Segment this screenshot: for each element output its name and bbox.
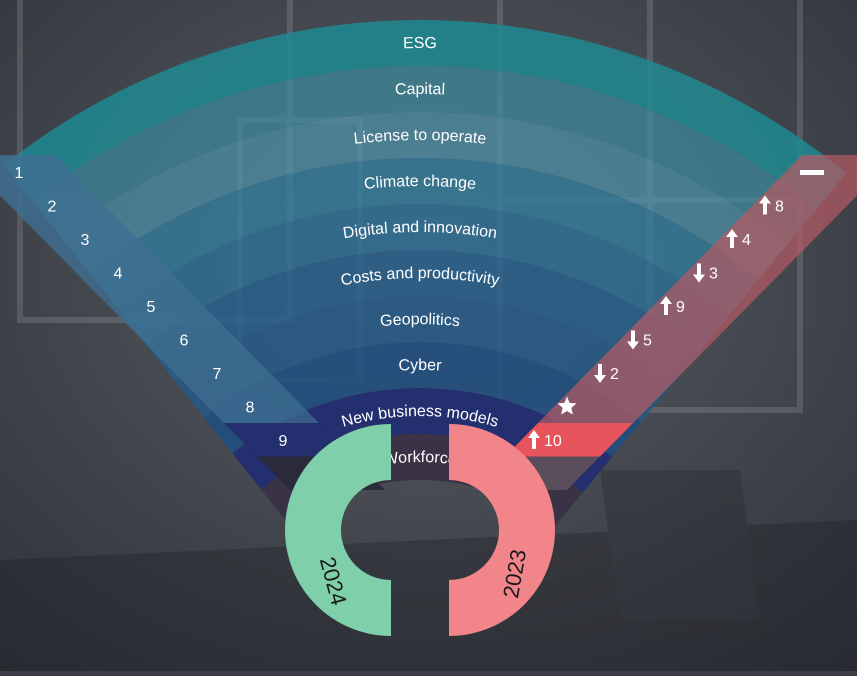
rank-2024-value: 3	[81, 232, 90, 249]
arrow-up-icon	[660, 296, 672, 315]
change-2023-value: 8	[775, 199, 784, 216]
change-step	[538, 389, 666, 423]
topic-label: ESG	[403, 35, 437, 52]
topic-label: Geopolitics	[379, 311, 460, 330]
rank-step	[125, 322, 253, 356]
star-icon	[557, 396, 577, 415]
year-2024-ring	[285, 424, 391, 636]
arrow-down-icon	[693, 263, 705, 283]
rank-2024-value: 9	[279, 433, 288, 450]
change-2023-value: 3	[709, 266, 718, 283]
rank-step	[158, 356, 286, 390]
rank-2024-value: 8	[246, 400, 255, 417]
change-2023-value: –	[808, 165, 817, 182]
arrow-down-icon	[627, 330, 639, 350]
rank-2024-value: 5	[147, 299, 156, 316]
rank-step	[0, 155, 88, 189]
change-2023-value: 5	[643, 333, 652, 350]
change-step	[670, 255, 798, 289]
change-step	[505, 423, 633, 457]
change-step	[703, 222, 831, 256]
rank-2024-value: 6	[180, 333, 189, 350]
change-2023-value: 4	[742, 232, 751, 249]
arrow-up-icon	[759, 195, 771, 215]
rank-2024-value: 4	[114, 266, 123, 283]
change-step	[637, 289, 765, 323]
topic-label: License to operate	[353, 127, 487, 148]
rank-step	[224, 423, 352, 457]
arrow-up-icon	[528, 430, 540, 449]
background-table	[0, 470, 857, 671]
rank-2024-value: 2	[48, 199, 57, 216]
rank-step	[191, 389, 319, 423]
rank-step	[59, 255, 187, 289]
rank-step	[92, 289, 220, 323]
change-2023-value: 10	[544, 433, 562, 450]
change-2023-value: 2	[610, 366, 619, 383]
topic-label: Capital	[395, 81, 446, 99]
arrow-up-icon	[726, 229, 738, 248]
dash-icon	[800, 170, 824, 175]
arrow-down-icon	[594, 364, 606, 383]
rank-step	[0, 188, 121, 222]
topic-label: Cyber	[398, 357, 443, 375]
change-step	[604, 322, 732, 356]
rank-2024-value: 1	[15, 165, 24, 182]
year-rings: 2024 2023	[285, 424, 555, 636]
topic-label: Digital and innovation	[342, 219, 498, 242]
rank-2024-steps: 12345678910	[0, 155, 385, 490]
rank-2024-value: 7	[213, 366, 222, 383]
change-2023-value: 9	[676, 299, 685, 316]
topic-label: Workforce	[382, 449, 458, 469]
change-step	[571, 356, 699, 390]
year-2023-ring	[449, 424, 555, 636]
rank-step	[26, 222, 154, 256]
topic-label: Climate change	[363, 173, 477, 193]
